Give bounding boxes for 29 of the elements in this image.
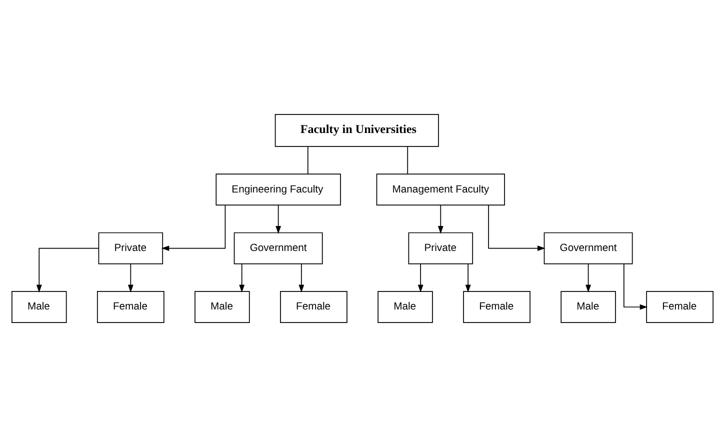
node-box: Government bbox=[544, 232, 633, 264]
node-box: Faculty in Universities bbox=[274, 114, 439, 147]
node-box: Female bbox=[280, 291, 348, 323]
arrow bbox=[438, 204, 444, 234]
node-box: Male bbox=[194, 291, 250, 323]
arrow bbox=[239, 264, 245, 293]
arrow bbox=[161, 204, 226, 252]
node-box: Female bbox=[646, 291, 714, 323]
node-box: Private bbox=[98, 232, 164, 264]
arrow bbox=[465, 264, 471, 293]
arrow bbox=[418, 264, 424, 293]
node-box: Female bbox=[463, 291, 530, 323]
node-box: Management Faculty bbox=[376, 174, 505, 206]
node-box: Male bbox=[560, 291, 616, 323]
node-box: Government bbox=[234, 232, 323, 264]
node-box: Male bbox=[12, 291, 67, 323]
node-box: Female bbox=[96, 291, 164, 323]
connector bbox=[407, 146, 408, 174]
arrow bbox=[36, 248, 100, 293]
arrow bbox=[298, 264, 304, 293]
node-box: Male bbox=[378, 291, 433, 323]
arrow bbox=[488, 204, 546, 252]
arrow bbox=[128, 264, 134, 293]
connector bbox=[307, 146, 308, 174]
arrow bbox=[623, 264, 648, 310]
node-box: Engineering Faculty bbox=[216, 174, 341, 206]
arrow bbox=[276, 204, 282, 234]
arrow bbox=[586, 264, 592, 293]
node-box: Private bbox=[408, 232, 474, 264]
